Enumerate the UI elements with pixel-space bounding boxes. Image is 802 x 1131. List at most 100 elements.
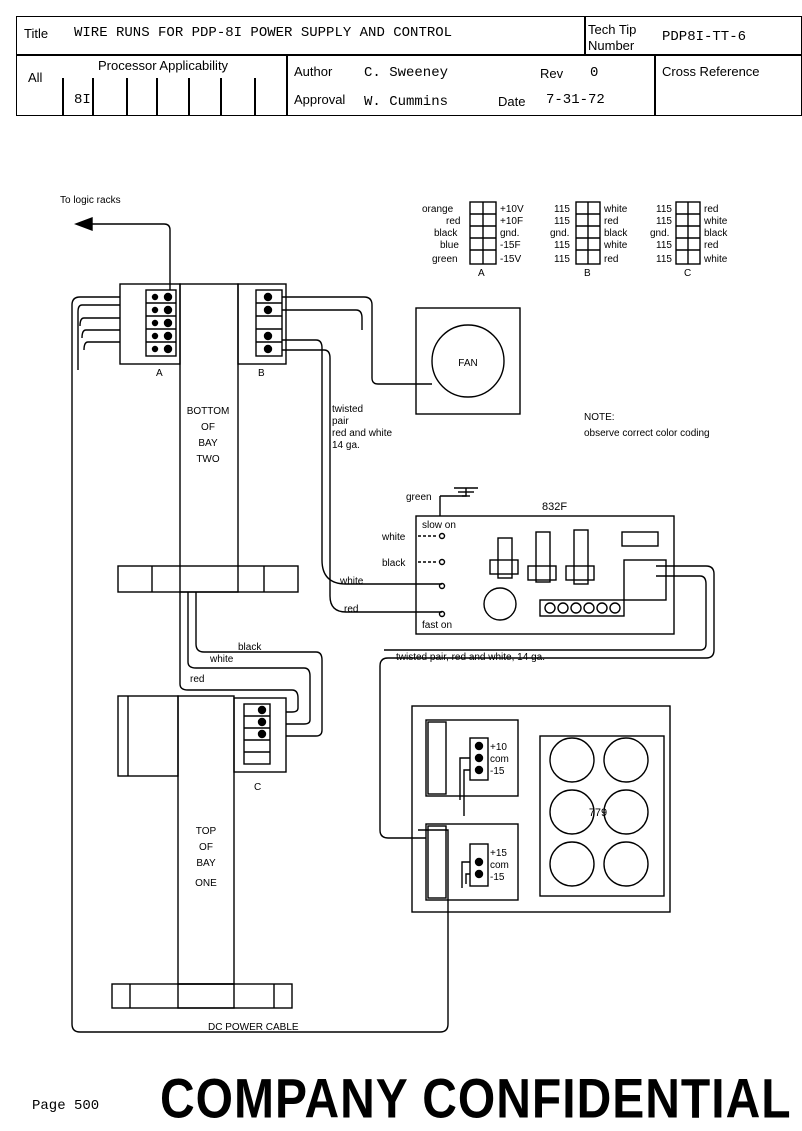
tech-tip-value: PDP8I-TT-6 — [662, 29, 747, 45]
legend-c-right-2: white — [703, 216, 728, 227]
legend-b-right-4: white — [603, 240, 628, 251]
note-title: NOTE: — [584, 412, 615, 423]
legend-c-left-2: 115 — [656, 216, 672, 227]
title-label: Title — [24, 26, 49, 41]
legend-b-right-3: black — [604, 228, 628, 239]
terminal-block-a — [119, 283, 181, 365]
approval-label: Approval — [294, 92, 346, 107]
legend-a-signal-1: +10V — [500, 204, 524, 215]
twisted-pair-832f-out — [379, 565, 715, 839]
legend-b-left-1: 115 — [554, 204, 570, 215]
wire-black-2: black — [238, 642, 262, 653]
slow-on-label: slow on — [422, 520, 456, 531]
approval-value: W. Cummins — [364, 94, 449, 110]
twisted-pair-1-line-1: twisted — [332, 404, 363, 415]
terminal-c-label: C — [254, 782, 261, 793]
rev-label: Rev — [540, 66, 564, 81]
legend-a-row-5: green — [432, 254, 458, 265]
legend-b-title: B — [584, 268, 591, 279]
logic-racks-label: To logic racks — [60, 195, 121, 206]
legend-a-row-2: red — [446, 216, 460, 227]
b-block-wires — [282, 296, 442, 613]
legend-b-right-1: white — [603, 204, 628, 215]
legend-a-signal-4: -15F — [500, 240, 521, 251]
dc-cable-wires — [71, 296, 449, 1033]
author-cell — [286, 54, 656, 116]
legend-b-left-2: 115 — [554, 216, 570, 227]
all-label: All — [28, 70, 43, 85]
dc-power-cable-label: DC POWER CABLE — [208, 1022, 299, 1033]
applicability-cell — [16, 54, 288, 116]
bay-one-line-4: ONE — [195, 878, 217, 889]
bay-one-line-2: OF — [199, 842, 213, 853]
legend-c-boxes — [675, 201, 701, 265]
legend-a-title: A — [478, 268, 485, 279]
power-supply-779 — [411, 705, 671, 913]
legend-c-right-5: white — [703, 254, 728, 265]
note-text: observe correct color coding — [584, 428, 710, 439]
ps-bottom-minus15: -15 — [490, 872, 505, 883]
tech-tip-number-label: Number — [588, 38, 635, 53]
legend-c-right-3: black — [704, 228, 728, 239]
module-832f-label: 832F — [542, 501, 567, 513]
legend-a-row-4: blue — [440, 240, 459, 251]
ps-bottom-com: com — [490, 860, 509, 871]
ps-top-com: com — [490, 754, 509, 765]
green-label: green — [406, 492, 432, 503]
legend-c-title: C — [684, 268, 691, 279]
module-779-label: 779 — [589, 807, 607, 819]
tech-tip-header: Title WIRE RUNS FOR PDP-8I POWER SUPPLY … — [16, 16, 802, 116]
title-value: WIRE RUNS FOR PDP-8I POWER SUPPLY AND CO… — [74, 25, 453, 41]
legend-a-signal-5: -15V — [500, 254, 521, 265]
date-value: 7-31-72 — [546, 92, 605, 108]
terminal-a-label: A — [156, 368, 163, 379]
bay-one-line-3: BAY — [196, 858, 216, 869]
legend-a-boxes — [469, 201, 497, 265]
terminal-block-c — [233, 697, 287, 773]
twisted-pair-1-line-2: pair — [332, 416, 349, 427]
bay-two-to-c-wires — [179, 592, 323, 737]
wire-red-2: red — [190, 674, 204, 685]
legend-b-right-5: red — [604, 254, 618, 265]
fast-on-label: fast on — [422, 620, 452, 631]
legend-a-signal-2: +10F — [500, 216, 523, 227]
ps-top-plus10: +10 — [490, 742, 507, 753]
bay-one-line-1: TOP — [196, 826, 217, 837]
legend-a-row-3: black — [434, 228, 458, 239]
legend-c-right-1: red — [704, 204, 718, 215]
company-confidential-stamp: COMPANY CONFIDENTIAL — [160, 1069, 792, 1131]
page-number: Page 500 — [32, 1098, 100, 1114]
logic-racks-arrow — [74, 216, 171, 290]
bay-one-rack — [111, 695, 293, 1009]
legend-b-left-5: 115 — [554, 254, 570, 265]
legend-b-left-4: 115 — [554, 240, 570, 251]
cross-reference-label: Cross Reference — [662, 64, 760, 79]
twisted-pair-2-label: twisted pair, red and white, 14 ga. — [396, 652, 545, 663]
legend-b-right-2: red — [604, 216, 618, 227]
terminal-block-b — [237, 283, 287, 365]
rev-value: 0 — [590, 65, 599, 81]
module-832f — [415, 515, 675, 635]
bay-two-line-4: TWO — [196, 454, 220, 465]
legend-a-row-1: orange — [422, 204, 454, 215]
processor-applicability-label: Processor Applicability — [98, 58, 229, 73]
twisted-pair-1-line-3: red and white — [332, 428, 392, 439]
wire-white-2: white — [339, 576, 364, 587]
wire-black-1: black — [382, 558, 406, 569]
legend-c-left-4: 115 — [656, 240, 672, 251]
wire-red-1: red — [344, 604, 358, 615]
fan-label: FAN — [458, 358, 477, 369]
legend-c-right-4: red — [704, 240, 718, 251]
ps-top-minus15: -15 — [490, 766, 505, 777]
legend-b-left-3: gnd. — [550, 228, 569, 239]
fan-unit — [415, 307, 521, 415]
date-label: Date — [498, 94, 526, 109]
legend-c-left-1: 115 — [656, 204, 672, 215]
processor-value: 8I — [74, 92, 91, 108]
bay-two-line-2: OF — [201, 422, 215, 433]
terminal-b-label: B — [258, 368, 265, 379]
bay-two-line-1: BOTTOM — [187, 406, 230, 417]
title-cell — [16, 16, 586, 56]
ps-bottom-plus15: +15 — [490, 848, 507, 859]
